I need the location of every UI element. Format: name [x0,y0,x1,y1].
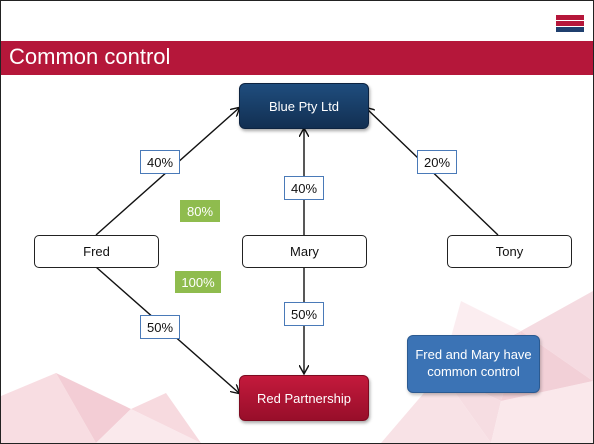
page-title: Common control [9,44,171,69]
percent-tony-blue: 20% [417,150,457,174]
percent-fred-blue: 40% [140,150,180,174]
fred-label: Fred [83,244,110,259]
blue-pty-ltd-label: Blue Pty Ltd [268,98,340,114]
common-control-callout: Fred and Mary have common control [407,335,540,393]
tony-label: Tony [495,244,524,259]
fred-node: Fred [34,235,159,268]
mary-node: Mary [242,235,367,268]
mary-label: Mary [290,244,319,259]
company-logo [556,15,584,32]
title-bar: Common control [1,41,593,75]
tony-node: Tony [447,235,572,268]
callout-text: Fred and Mary have common control [415,347,532,379]
combined-blue-badge: 80% [180,200,220,222]
red-partnership-node: Red Partnership [239,375,369,421]
percent-mary-red: 50% [284,302,324,326]
percent-mary-blue: 40% [284,176,324,200]
combined-red-badge: 100% [175,271,221,293]
percent-fred-red: 50% [140,315,180,339]
blue-pty-ltd-node: Blue Pty Ltd [239,83,369,129]
red-partnership-label: Red Partnership [257,390,351,406]
